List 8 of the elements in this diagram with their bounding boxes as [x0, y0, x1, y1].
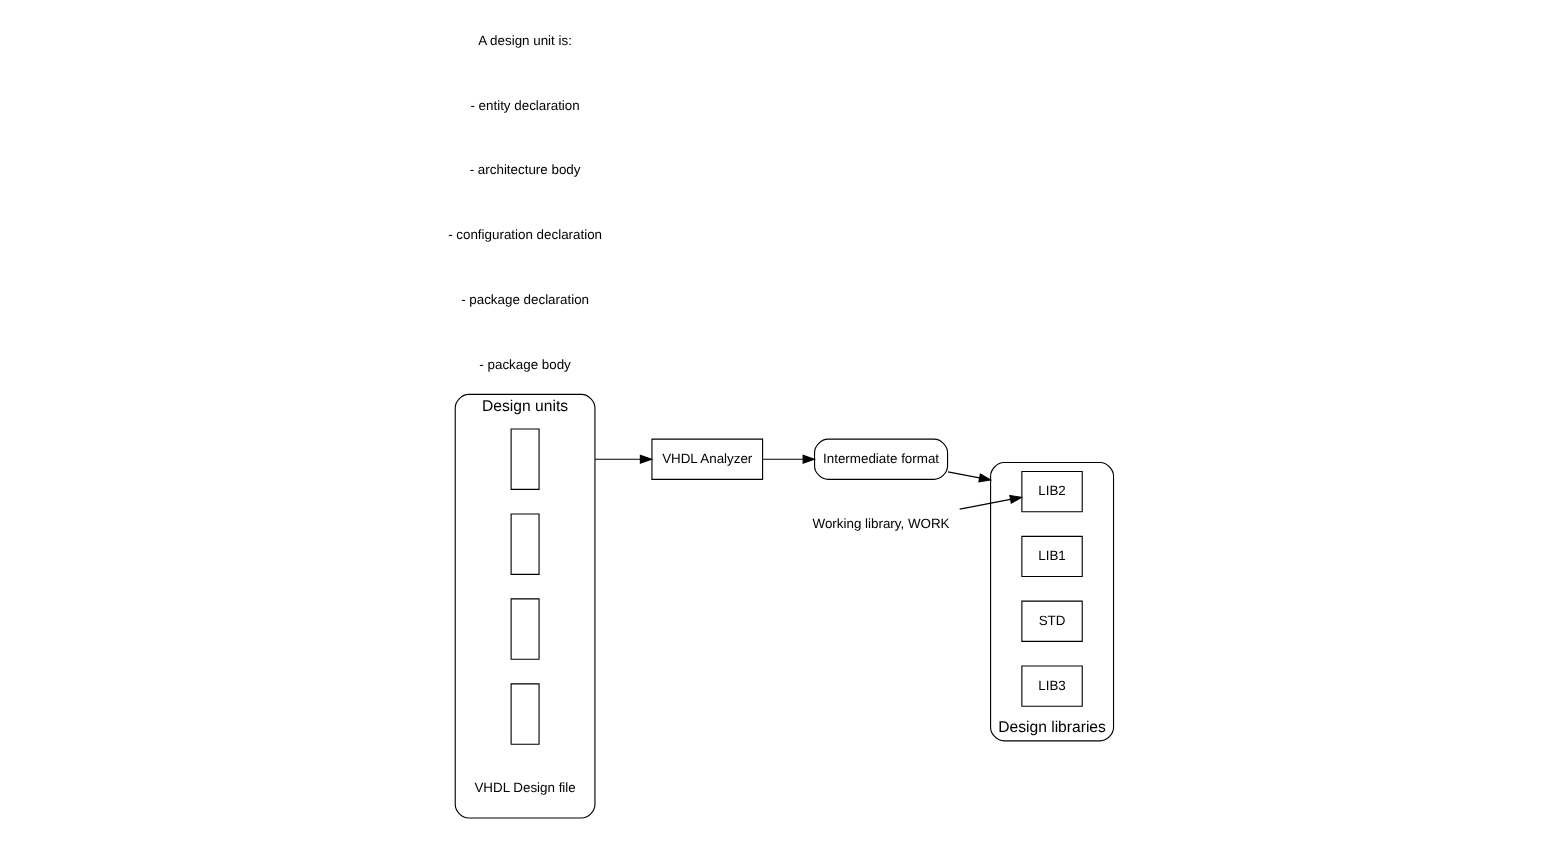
arrow — [594, 454, 654, 464]
node-box — [510, 683, 540, 745]
arrow — [959, 494, 1024, 510]
node-box — [510, 513, 540, 575]
arrow — [762, 454, 816, 464]
node-box — [510, 598, 540, 660]
arrow — [947, 471, 993, 483]
node-box — [510, 428, 540, 490]
